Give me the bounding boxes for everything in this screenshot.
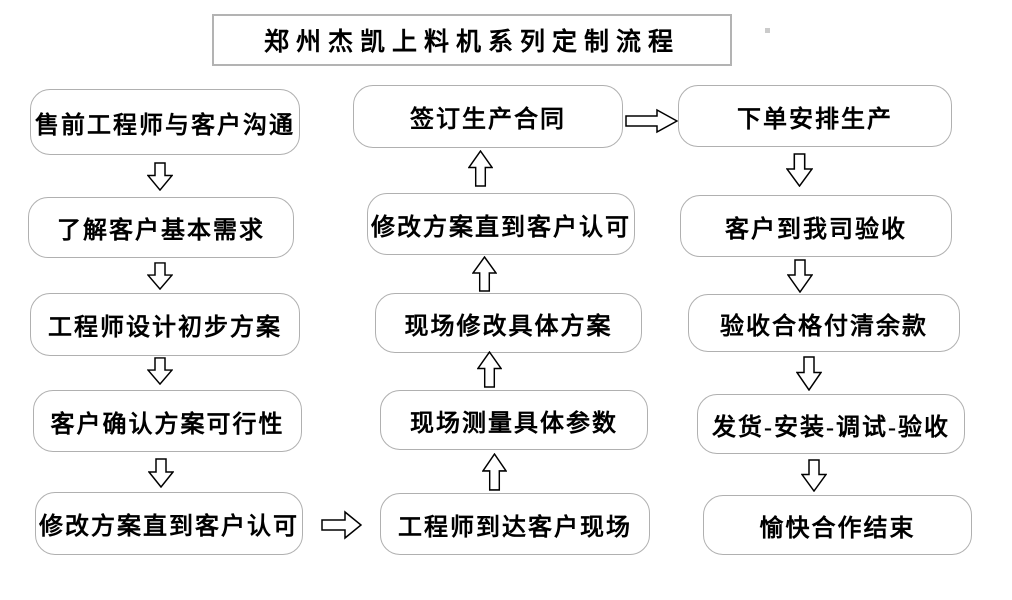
up-arrow-icon bbox=[468, 150, 493, 187]
step-engineer-arrives-site: 工程师到达客户现场 bbox=[380, 493, 650, 555]
step-onsite-revise-plan: 现场修改具体方案 bbox=[375, 293, 642, 353]
down-arrow-icon bbox=[147, 357, 173, 385]
anchor-dot bbox=[765, 28, 770, 33]
step-ship-install-debug-accept: 发货-安装-调试-验收 bbox=[697, 394, 965, 454]
down-arrow-icon bbox=[148, 458, 174, 488]
step-presale-communication: 售前工程师与客户沟通 bbox=[30, 89, 300, 155]
step-understand-needs: 了解客户基本需求 bbox=[28, 197, 294, 258]
step-order-production: 下单安排生产 bbox=[678, 85, 952, 147]
up-arrow-icon bbox=[482, 453, 507, 491]
step-happy-cooperation-end: 愉快合作结束 bbox=[703, 495, 972, 555]
step-initial-design: 工程师设计初步方案 bbox=[30, 293, 300, 356]
step-revise-until-approved-1: 修改方案直到客户认可 bbox=[35, 492, 303, 555]
down-arrow-icon bbox=[147, 162, 173, 191]
right-arrow-icon bbox=[625, 108, 678, 134]
down-arrow-icon bbox=[787, 259, 813, 293]
step-confirm-feasibility: 客户确认方案可行性 bbox=[33, 390, 302, 452]
right-arrow-icon bbox=[321, 510, 362, 540]
step-customer-acceptance-visit: 客户到我司验收 bbox=[680, 195, 952, 257]
up-arrow-icon bbox=[472, 256, 497, 292]
step-onsite-measure-params: 现场测量具体参数 bbox=[380, 390, 648, 450]
up-arrow-icon bbox=[477, 351, 502, 388]
flowchart-title: 郑州杰凯上料机系列定制流程 bbox=[212, 14, 732, 66]
step-sign-contract: 签订生产合同 bbox=[353, 85, 623, 148]
down-arrow-icon bbox=[786, 153, 813, 187]
step-pay-balance: 验收合格付清余款 bbox=[688, 294, 960, 352]
step-revise-until-approved-2: 修改方案直到客户认可 bbox=[367, 193, 635, 255]
down-arrow-icon bbox=[796, 356, 822, 391]
down-arrow-icon bbox=[801, 459, 827, 492]
down-arrow-icon bbox=[147, 262, 173, 290]
